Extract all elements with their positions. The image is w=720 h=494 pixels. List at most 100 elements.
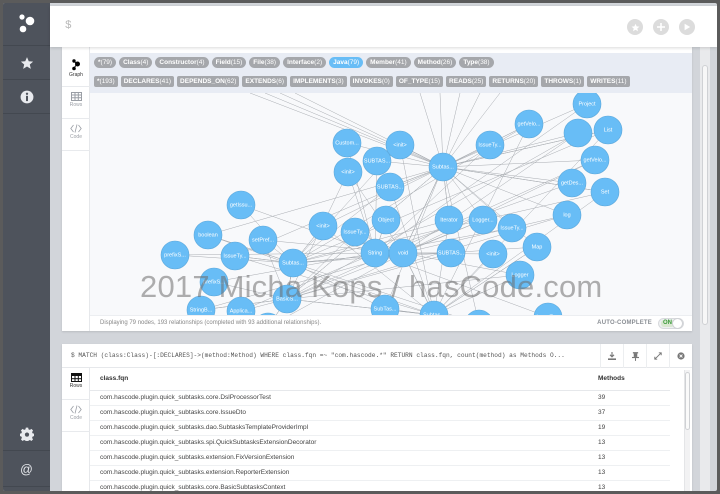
svg-text:getVelo...: getVelo...: [584, 157, 607, 163]
graph-node[interactable]: log: [552, 200, 582, 230]
rel-pill-all[interactable]: *(193): [94, 76, 118, 87]
run-button[interactable]: [679, 19, 695, 35]
graph-node[interactable]: Subtas...: [278, 248, 308, 278]
label-pill-type[interactable]: Type(38): [459, 57, 494, 68]
graph-node[interactable]: SUBTAS...: [375, 172, 405, 202]
label-pill-member[interactable]: Member(41): [366, 57, 411, 68]
graph-node[interactable]: getIssu...: [226, 190, 256, 220]
graph-node[interactable]: setPref...: [248, 225, 278, 255]
graph-node[interactable]: Subtas...: [419, 300, 449, 315]
rel-pill-reads[interactable]: READS(25): [446, 76, 487, 87]
rel-pill-invokes[interactable]: INVOKES(0): [349, 76, 393, 87]
download-button[interactable]: [600, 344, 623, 368]
query-editor[interactable]: $: [50, 6, 717, 47]
graph-node[interactable]: getVelo...: [514, 109, 544, 139]
graph-node[interactable]: Map: [522, 232, 552, 262]
rel-pill-returns[interactable]: RETURNS(20): [489, 76, 539, 87]
graph-node[interactable]: prefixS...: [160, 240, 190, 270]
label-pill-file[interactable]: File(38): [249, 57, 281, 68]
graph-node[interactable]: Logger...: [468, 205, 498, 235]
label-pill-interface[interactable]: Interface(2): [283, 57, 327, 68]
graph-node[interactable]: [563, 118, 593, 148]
scrollbar-thumb[interactable]: [685, 372, 690, 430]
graph-canvas[interactable]: Custom...<init><init>SUBTAS...SUBTAS...S…: [90, 93, 692, 315]
rel-pill-implements[interactable]: IMPLEMENTS(3): [290, 76, 347, 87]
cell-methods: 13: [598, 435, 670, 451]
cell-methods: 13: [598, 450, 670, 466]
tab-graph[interactable]: Graph: [62, 53, 90, 87]
tab-code[interactable]: Code: [62, 400, 90, 432]
graph-node[interactable]: <init>: [308, 211, 338, 241]
graph-node[interactable]: void: [388, 238, 418, 268]
scrollbar-thumb[interactable]: [702, 65, 708, 325]
graph-node[interactable]: String: [360, 238, 390, 268]
label-pill-method[interactable]: Method(26): [413, 57, 457, 68]
table-row: com.hascode.plugin.quick_subtasks.extens…: [90, 450, 670, 466]
table-scrollbar[interactable]: [684, 370, 690, 491]
table-row: com.hascode.plugin.quick_subtasks.core.I…: [90, 405, 670, 421]
frame-query[interactable]: $ MATCH (class:Class)-[:DECLARES]->(meth…: [71, 352, 565, 359]
graph-node[interactable]: Custom...: [332, 128, 362, 158]
graph-node[interactable]: Logger: [505, 260, 535, 290]
graph-node[interactable]: <init>: [465, 309, 493, 315]
svg-text:Object: Object: [378, 217, 394, 223]
rel-pill-declares[interactable]: DECLARES(41): [120, 76, 175, 87]
pin-button[interactable]: [623, 344, 646, 368]
graph-node[interactable]: Project: [572, 93, 602, 119]
autocomplete-toggle[interactable]: ON: [658, 318, 684, 329]
star-icon: [20, 56, 33, 69]
graph-node[interactable]: StringB...: [186, 295, 216, 315]
main-scrollbar[interactable]: [700, 47, 710, 491]
tab-rows[interactable]: Rows: [62, 87, 90, 119]
graph-node[interactable]: SUBTAS...: [362, 146, 392, 176]
favorite-button[interactable]: [627, 19, 643, 35]
graph-node[interactable]: boolean: [193, 220, 223, 250]
graph-node[interactable]: SubTas...: [370, 294, 400, 315]
graph-node[interactable]: prefixS...: [199, 267, 229, 297]
tab-code[interactable]: Code: [62, 119, 90, 151]
rel-pill-depends-on[interactable]: DEPENDS_ON(62): [177, 76, 240, 87]
graph-node[interactable]: Applica...: [226, 296, 256, 315]
graph-node[interactable]: List: [593, 115, 623, 145]
graph-node[interactable]: Subtas...: [428, 152, 458, 182]
sidebar-item-info[interactable]: [3, 80, 50, 114]
rel-pill-extends[interactable]: EXTENDS(6): [242, 76, 288, 87]
add-button[interactable]: [653, 19, 669, 35]
sidebar-item-logo[interactable]: [3, 3, 50, 46]
svg-text:BasicS...: BasicS...: [276, 296, 298, 302]
sidebar-item-about[interactable]: @: [3, 453, 50, 487]
expand-button[interactable]: [646, 344, 669, 368]
graph-node[interactable]: <init>: [478, 239, 508, 269]
graph-node[interactable]: IssueTy...: [533, 302, 563, 315]
svg-text:String: String: [368, 250, 382, 256]
label-pill-java[interactable]: Java(79): [329, 57, 364, 68]
graph-node[interactable]: IssueTy...: [475, 130, 505, 160]
graph-node[interactable]: getVelo...: [580, 145, 610, 175]
label-pill-class[interactable]: Class(4): [119, 57, 153, 68]
rel-pill-throws[interactable]: THROWS(1): [541, 76, 585, 87]
close-button[interactable]: [669, 344, 692, 368]
svg-text:getIssu...: getIssu...: [230, 202, 253, 208]
rel-pill-writes[interactable]: WRITES(11): [587, 76, 630, 87]
graph-node[interactable]: BasicS...: [272, 284, 302, 314]
rel-pill-of-type[interactable]: OF_TYPE(15): [395, 76, 444, 87]
graph-node[interactable]: Set: [590, 177, 620, 207]
graph-node[interactable]: toString: [254, 312, 282, 315]
sidebar-item-settings[interactable]: [3, 417, 50, 451]
sidebar-item-favorites[interactable]: [3, 46, 50, 80]
graph-node[interactable]: <init>: [385, 130, 415, 160]
graph-node[interactable]: IssueTy...: [497, 213, 527, 243]
label-pill-field[interactable]: Field(15): [211, 57, 247, 68]
graph-node[interactable]: getDes...: [557, 168, 587, 198]
gear-icon: [19, 427, 34, 441]
graph-node[interactable]: Iterator: [434, 205, 464, 235]
tab-rows[interactable]: Rows: [62, 368, 90, 400]
graph-node[interactable]: SUBTAS...: [436, 238, 466, 268]
graph-node[interactable]: Object: [371, 205, 401, 235]
graph-node[interactable]: IssueTy...: [340, 217, 370, 247]
graph-node[interactable]: IssueTy...: [220, 241, 250, 271]
label-pill-all[interactable]: *(79): [94, 57, 117, 68]
graph-visualization[interactable]: Custom...<init><init>SUBTAS...SUBTAS...S…: [90, 93, 692, 315]
label-pill-constructor[interactable]: Constructor(4): [155, 57, 209, 68]
graph-node[interactable]: <init>: [333, 157, 363, 187]
